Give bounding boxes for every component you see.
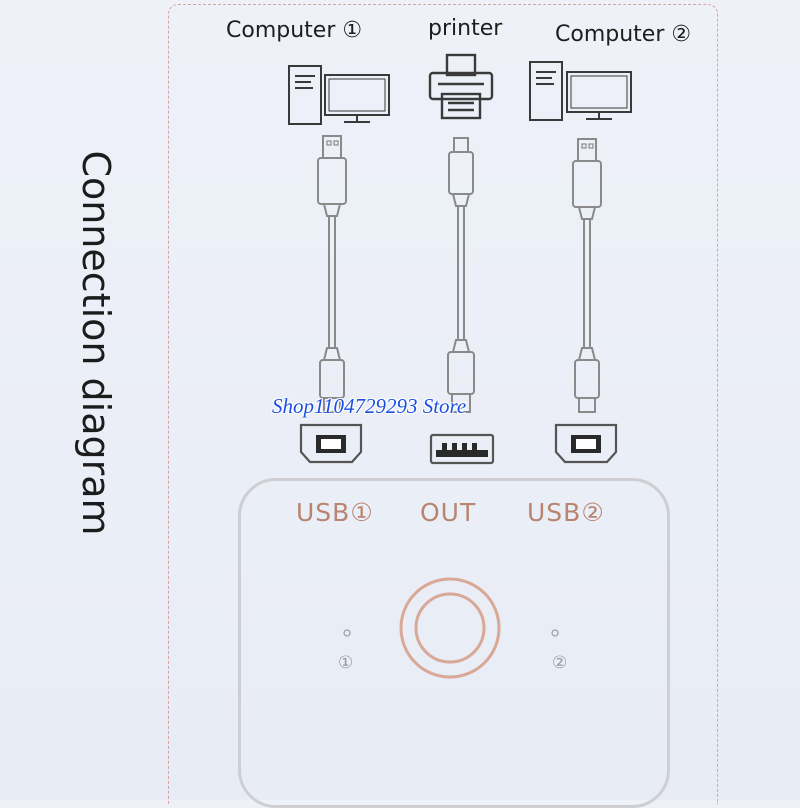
printer-label: printer: [428, 16, 503, 41]
switch-button: [399, 577, 501, 679]
cable-2: [572, 138, 602, 413]
diagram-frame: [168, 4, 718, 804]
kvm-switch-body: [238, 478, 670, 808]
led-indicators: [343, 629, 559, 637]
computer-1-icon: [288, 65, 390, 125]
port-label-usb1: USB①: [296, 498, 374, 527]
port-label-out: OUT: [420, 498, 477, 527]
usb-a-socket-out: [429, 433, 495, 465]
printer-icon: [428, 53, 494, 120]
led-1-label: ①: [338, 653, 354, 673]
store-watermark: Shop1104729293 Store: [272, 394, 467, 418]
led-1: [343, 629, 351, 637]
usb-b-socket-1: [299, 423, 363, 464]
computer-1-label: Computer ①: [226, 18, 363, 43]
cable-1: [317, 135, 347, 413]
port-label-usb2: USB②: [527, 498, 605, 527]
led-2-label: ②: [552, 653, 568, 673]
computer-2-icon: [529, 61, 632, 121]
cable-printer: [447, 137, 475, 413]
led-2: [551, 629, 559, 637]
usb-b-socket-2: [554, 423, 618, 464]
computer-2-label: Computer ②: [555, 22, 692, 47]
